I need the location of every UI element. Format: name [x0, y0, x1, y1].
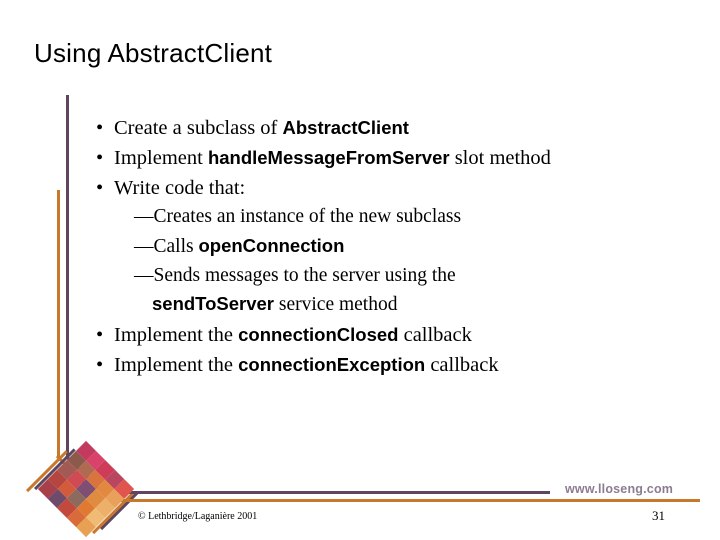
code-identifier: connectionException [238, 354, 426, 376]
bullet-list: • Create a subclass of AbstractClient • Imp… [96, 113, 696, 380]
website-url: www.lloseng.com [565, 482, 674, 496]
decor-vertical-line-purple [66, 95, 69, 457]
copyright-notice: © Lethbridge/Laganière 2001 [138, 511, 258, 522]
code-identifier: openConnection [198, 235, 345, 257]
bullet-text: Calls [153, 236, 199, 258]
bullet-marker-icon: • [96, 117, 104, 139]
bullet-text: service method [274, 294, 398, 316]
bullet-text: callback [398, 324, 472, 346]
bullet-text: Implement the [114, 354, 239, 377]
bullet-item: —Sends messages to the server using the [96, 262, 696, 291]
decor-vertical-line-orange [57, 190, 60, 457]
mosaic-grid [37, 440, 135, 538]
mosaic-logo [37, 440, 135, 538]
code-identifier: sendToServer [152, 293, 275, 315]
bullet-text: Sends messages to the server using the [153, 264, 456, 286]
page-title: Using AbstractClient [34, 38, 273, 68]
bullet-text: Implement [114, 147, 208, 170]
bullet-marker-icon: • [96, 354, 104, 377]
bullet-item: • Implement handleMessageFromServer slot … [96, 143, 696, 173]
code-identifier: handleMessageFromServer [207, 147, 450, 169]
bullet-text: slot method [449, 147, 551, 170]
bullet-item: • Implement the connectionClosed callback [96, 320, 696, 350]
bullet-text: Create a subclass of [114, 117, 283, 139]
dash-marker-icon: — [134, 236, 154, 258]
bullet-text: Implement the [114, 324, 239, 346]
page-number: 31 [652, 508, 665, 523]
bullet-item: • Create a subclass of AbstractClient [96, 113, 696, 143]
dash-marker-icon: — [134, 206, 154, 228]
code-identifier: connectionClosed [238, 324, 399, 345]
decor-horizontal-line-orange [112, 499, 700, 502]
bullet-marker-icon: • [96, 147, 104, 170]
bullet-item: —Calls openConnection [96, 232, 696, 262]
bullet-text: callback [425, 354, 499, 377]
bullet-text: Write code that: [114, 177, 246, 200]
dash-marker-icon: — [134, 264, 154, 286]
decor-horizontal-line-purple [120, 491, 550, 494]
bullet-item: sendToServer service method [96, 290, 696, 320]
bullet-item: • Implement the connectionException callb… [96, 350, 696, 380]
bullet-item: • Write code that: [96, 173, 696, 203]
bullet-text: Creates an instance of the new subclass [153, 206, 462, 228]
bullet-marker-icon: • [96, 324, 104, 346]
bullet-item: —Creates an instance of the new subclass [96, 203, 696, 232]
code-identifier: AbstractClient [282, 117, 409, 138]
bullet-marker-icon: • [96, 177, 104, 200]
